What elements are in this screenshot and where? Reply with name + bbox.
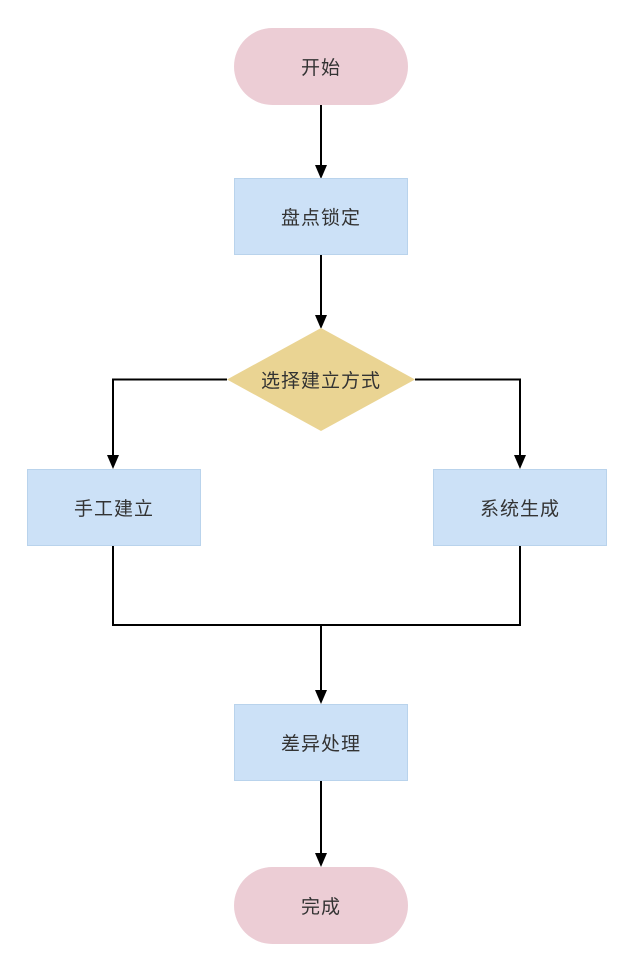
arrowhead-diff xyxy=(315,690,327,704)
arrowhead-manual xyxy=(107,455,119,469)
edge-decision-to-system xyxy=(415,378,521,456)
node-inventory-lock: 盘点锁定 xyxy=(234,178,408,255)
edge-merge-bar xyxy=(112,546,521,626)
node-system-generate-label: 系统生成 xyxy=(479,499,560,520)
edge-decision-to-manual xyxy=(112,378,227,456)
node-start: 开始 xyxy=(234,28,408,105)
node-manual-create-label: 手工建立 xyxy=(73,499,154,520)
node-difference-handling: 差异处理 xyxy=(234,704,408,781)
node-start-label: 开始 xyxy=(300,58,341,79)
arrowhead-lock xyxy=(315,165,327,179)
arrowhead-decision xyxy=(315,315,327,329)
node-choose-method: 选择建立方式 xyxy=(227,328,415,431)
node-manual-create: 手工建立 xyxy=(27,469,201,546)
node-difference-handling-label: 差异处理 xyxy=(280,734,361,755)
arrowhead-finish xyxy=(315,853,327,867)
node-finish-label: 完成 xyxy=(300,897,341,918)
node-inventory-lock-label: 盘点锁定 xyxy=(280,208,361,229)
node-choose-method-label: 选择建立方式 xyxy=(260,371,381,392)
arrowhead-system xyxy=(514,455,526,469)
node-system-generate: 系统生成 xyxy=(433,469,607,546)
node-finish: 完成 xyxy=(234,867,408,944)
